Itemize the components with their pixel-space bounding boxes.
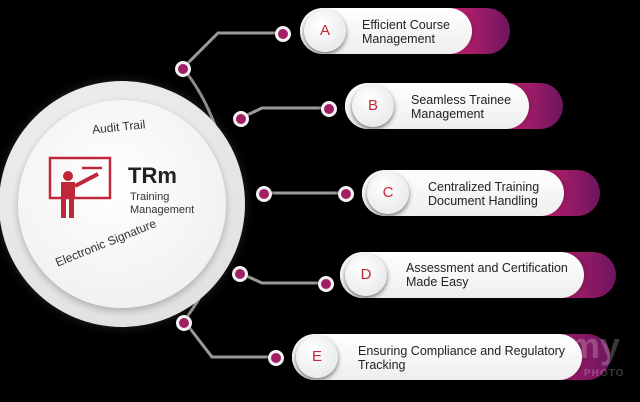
feature-d-line1: Assessment and Certification: [406, 261, 568, 275]
connector-e: [183, 321, 275, 359]
arc-node-a: [175, 61, 191, 77]
connector-a: [181, 31, 282, 70]
connector-d: [239, 271, 325, 285]
feature-e-line1: Ensuring Compliance and Regulatory: [358, 344, 566, 358]
end-node-c: [338, 186, 354, 202]
feature-b-line2: Management: [411, 107, 484, 121]
arc-node-d: [232, 266, 248, 282]
hub-inner-circle: [18, 100, 226, 308]
feature-badge-d: D: [345, 254, 387, 296]
arc-node-e: [176, 315, 192, 331]
feature-a-line1: Efficient Course: [362, 18, 451, 32]
feature-a-line2: Management: [362, 32, 435, 46]
card-panel-e: [292, 334, 582, 380]
feature-badge-b: B: [352, 85, 394, 127]
watermark-logo: my: [568, 325, 621, 366]
presentation-board-icon: [48, 156, 112, 218]
feature-c-line2: Document Handling: [428, 194, 538, 208]
watermark-text: PHOTO: [584, 368, 625, 379]
feature-badge-a: A: [304, 10, 346, 52]
end-node-e: [268, 350, 284, 366]
hub-subtitle-line1: Training: [130, 191, 170, 203]
arc-node-b: [233, 111, 249, 127]
feature-e-line2: Tracking: [358, 358, 406, 372]
end-node-d: [318, 276, 334, 292]
feature-d-line2: Made Easy: [406, 275, 469, 289]
connector-b: [240, 106, 328, 120]
feature-c-line1: Centralized Training: [428, 180, 540, 194]
end-node-a: [275, 26, 291, 42]
end-node-b: [321, 101, 337, 117]
feature-badge-c: C: [367, 172, 409, 214]
feature-card-e: Ensuring Compliance and Regulatory Track…: [292, 334, 610, 380]
feature-badge-e: E: [296, 336, 338, 378]
hub-subtitle-line2: Management: [130, 204, 195, 216]
feature-b-line1: Seamless Trainee: [411, 93, 512, 107]
hub-title: TRm: [128, 163, 177, 188]
arc-node-c: [256, 186, 272, 202]
